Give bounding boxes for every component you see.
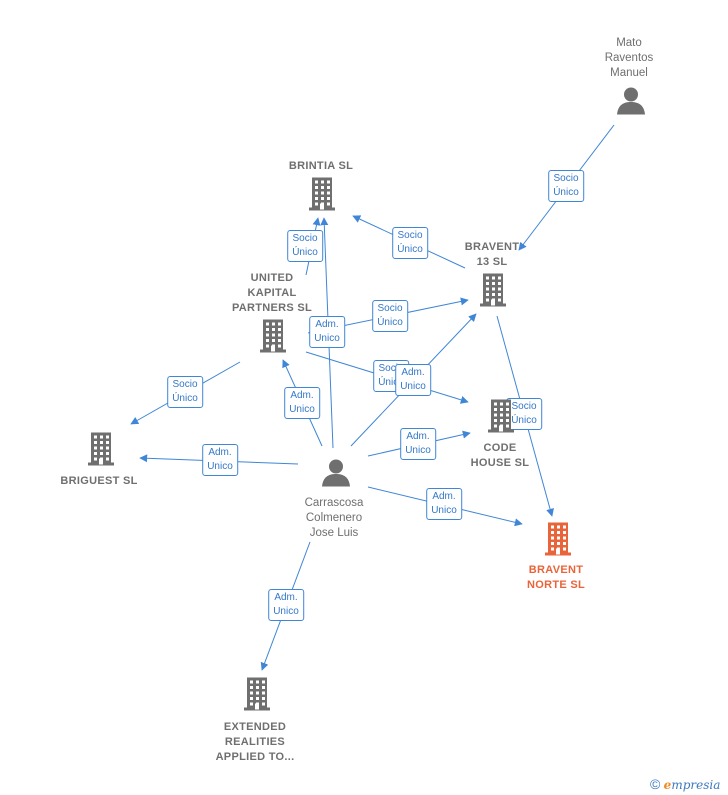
edge-label-carrascosa-briguest[interactable]: Adm. Unico (202, 444, 238, 476)
building-icon-brintia[interactable] (307, 176, 337, 217)
node-label-carrascosa[interactable]: Carrascosa Colmenero Jose Luis (304, 497, 364, 539)
edge-label-carrascosa-bravent13[interactable]: Adm. Unico (395, 364, 431, 396)
edge-label-carrascosa-bravent_norte[interactable]: Adm. Unico (426, 488, 462, 520)
node-label-code[interactable]: CODE HOUSE SL (470, 442, 530, 469)
building-icon-code[interactable] (486, 398, 516, 439)
node-label-bravent13[interactable]: BRAVENT 13 SL (464, 241, 520, 268)
building-icon-united[interactable] (258, 318, 288, 359)
node-label-brintia[interactable]: BRINTIA SL (288, 160, 354, 172)
edge-label-united-bravent13[interactable]: Socio Único (372, 300, 408, 332)
edge-label-carrascosa-code[interactable]: Adm. Unico (400, 428, 436, 460)
person-icon-carrascosa[interactable] (321, 458, 351, 493)
building-icon-extended[interactable] (242, 676, 272, 717)
node-label-briguest[interactable]: BRIGUEST SL (60, 475, 138, 487)
edge-label-bravent13-bravent_norte[interactable]: Socio Único (506, 398, 542, 430)
building-icon-bravent_norte[interactable] (543, 521, 573, 562)
node-label-united[interactable]: UNITED KAPITAL PARTNERS SL (231, 272, 313, 314)
brand-logo-initial: e (663, 778, 672, 792)
edge-label-carrascosa-brintia[interactable]: Adm. Unico (309, 316, 345, 348)
footer-brand[interactable]: © empresia (650, 776, 720, 792)
edge-label-mato-bravent13[interactable]: Socio Único (548, 170, 584, 202)
edge-label-united-brintia[interactable]: Socio Único (287, 230, 323, 262)
edge-label-united-briguest[interactable]: Socio Único (167, 376, 203, 408)
edge-label-bravent13-brintia[interactable]: Socio Único (392, 227, 428, 259)
node-label-bravent_norte[interactable]: BRAVENT NORTE SL (526, 564, 586, 591)
copyright-icon: © (650, 776, 661, 792)
node-label-mato[interactable]: Mato Raventos Manuel (604, 37, 654, 79)
edge-label-carrascosa-extended[interactable]: Adm. Unico (268, 589, 304, 621)
building-icon-bravent13[interactable] (478, 272, 508, 313)
person-icon-mato[interactable] (616, 86, 646, 121)
edge-label-carrascosa-united[interactable]: Adm. Unico (284, 387, 320, 419)
node-label-extended[interactable]: EXTENDED REALITIES APPLIED TO... (215, 721, 295, 763)
brand-logo-text: mpresia (671, 778, 721, 792)
building-icon-briguest[interactable] (86, 431, 116, 472)
